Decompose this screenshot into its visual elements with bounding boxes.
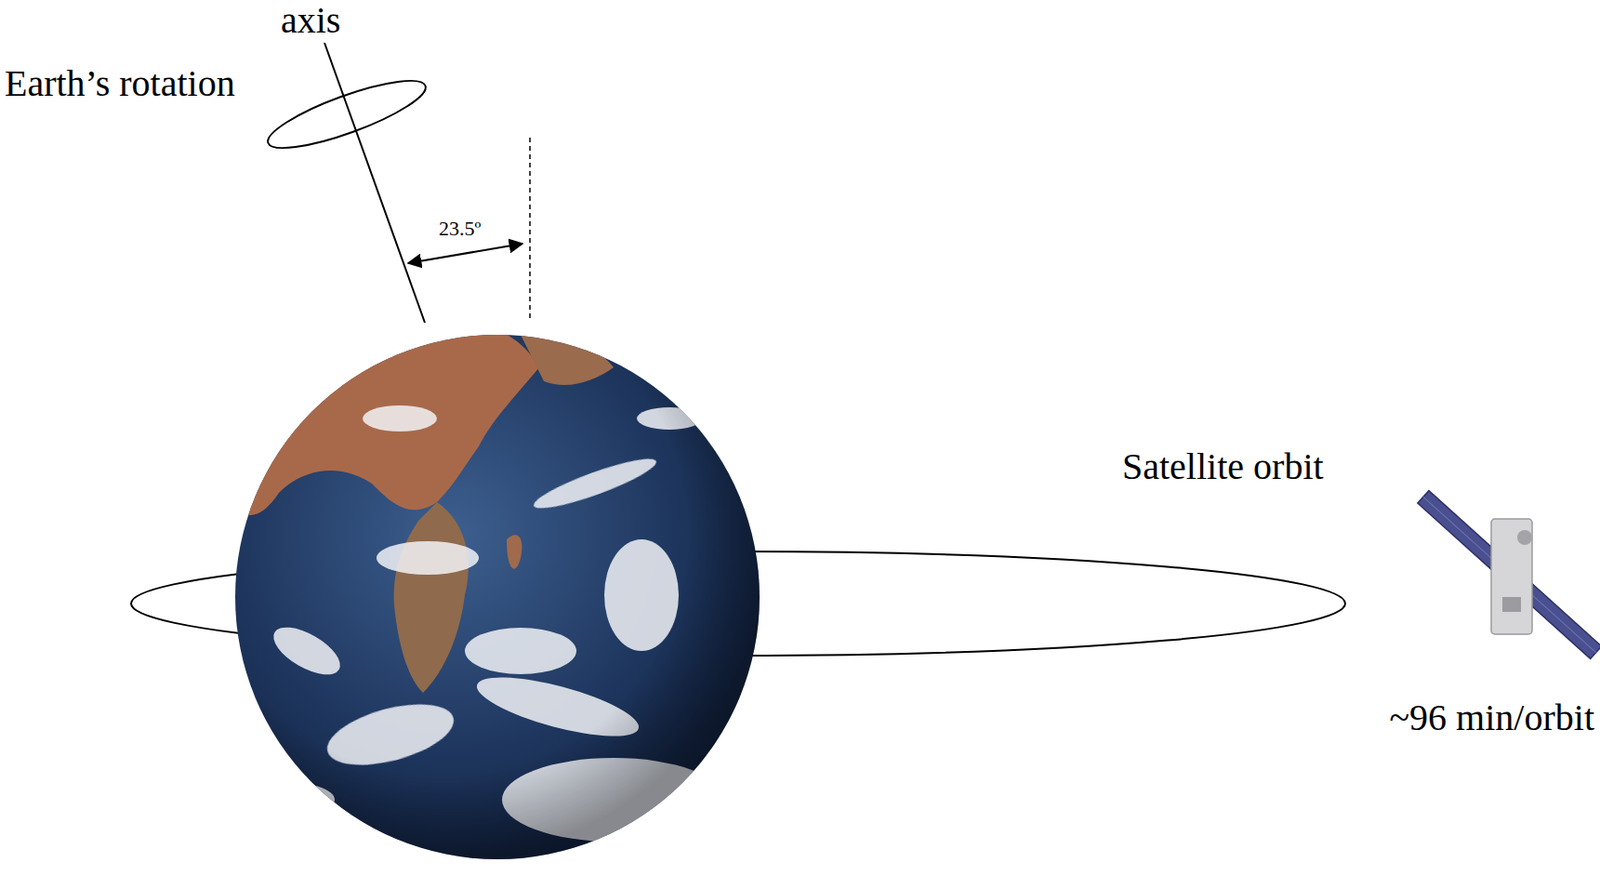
orbit-label: Satellite orbit [1122, 446, 1324, 488]
period-label: ~96 min/orbit [1388, 697, 1595, 739]
satellite-icon [1385, 454, 1600, 695]
rotation-ring [262, 67, 433, 160]
axis-label: Earth’s rotation [4, 63, 236, 105]
angle-arrow [408, 243, 523, 264]
axis-label: axis [280, 0, 341, 41]
angle-label: 23.5º [438, 217, 481, 240]
earth-globe [223, 319, 760, 860]
vertical-reference [528, 137, 531, 322]
rotation-axis [324, 42, 425, 323]
